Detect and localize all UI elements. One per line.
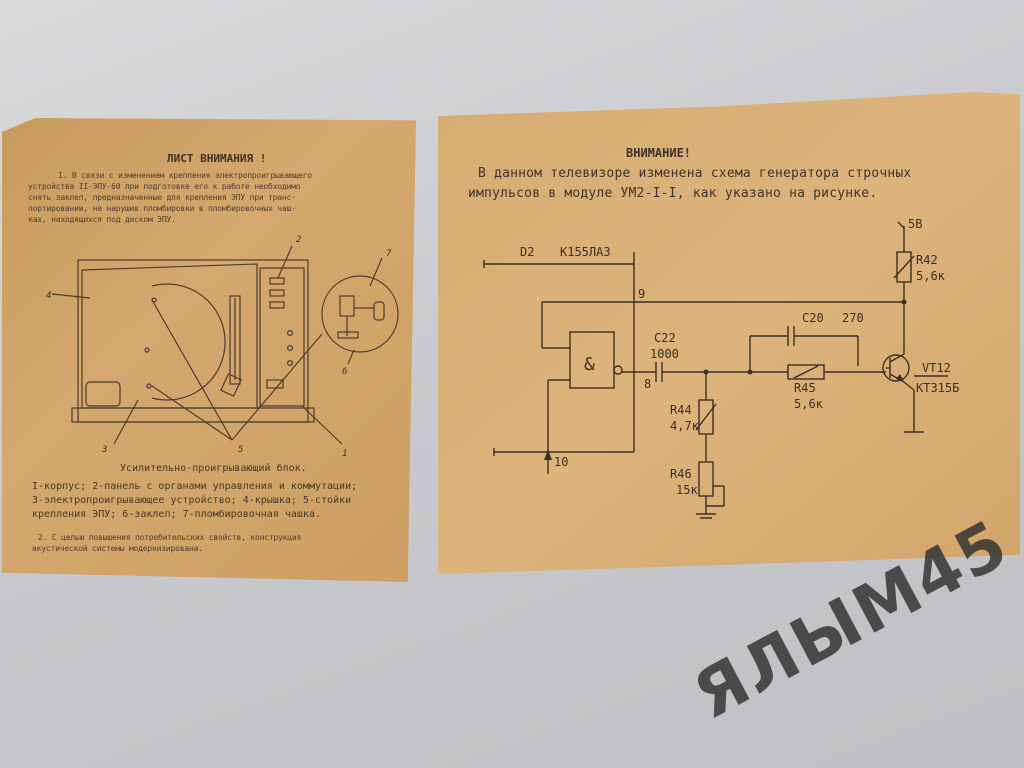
text-line: 3-электропроигрывающее устройство; 4-кры…	[32, 495, 352, 506]
component-value: 4,7к	[670, 419, 700, 433]
callout-label: 3	[101, 445, 107, 455]
record-player-drawing: 4 2 7 6 1 5 3	[46, 235, 399, 459]
pin-label: 10	[554, 455, 568, 469]
text-line: акустической системы модернизирована.	[32, 544, 203, 553]
callout-label: 1	[342, 449, 347, 459]
callout-label: 6	[342, 367, 347, 377]
gate-symbol: &	[584, 354, 595, 375]
pin-label: 8	[644, 377, 651, 391]
component-ref: R44	[670, 403, 692, 417]
pin-label: 9	[638, 287, 645, 301]
component-value: 5,6к	[916, 269, 946, 283]
block-title: Усилительно-проигрывающий блок.	[120, 463, 307, 474]
chip-label: D2	[520, 245, 534, 259]
left-sheet-title: ЛИСТ ВНИМАНИЯ !	[167, 152, 267, 165]
supply-label: 5В	[908, 217, 922, 231]
callout-label: 7	[386, 249, 392, 259]
legend-text: I-корпус; 2-панель с органами управления…	[32, 480, 410, 522]
left-paragraph-2: 2. С целью повышения потребительских сво…	[32, 532, 410, 554]
notice-line: В данном телевизоре изменена схема генер…	[478, 166, 912, 181]
text-line: I-корпус; 2-панель с органами управления…	[32, 481, 358, 492]
callout-label: 4	[46, 291, 51, 301]
notice-line: импульсов в модуле УМ2-I-I, как указано …	[468, 186, 878, 201]
text-line: ках, находящихся под диском ЭПУ.	[28, 215, 176, 224]
component-value: КТ315Б	[916, 381, 959, 395]
text-line: 2. С целью повышения потребительских сво…	[38, 533, 302, 542]
text-line: 1. В связи с изменением крепления электр…	[58, 171, 312, 180]
component-value: 5,6к	[794, 397, 824, 411]
component-value: 15к	[676, 483, 698, 497]
right-instruction-sheet: ВНИМАНИЕ! В данном телевизоре изменена с…	[438, 92, 1020, 574]
component-ref: R42	[916, 253, 938, 267]
left-instruction-sheet: ЛИСТ ВНИМАНИЯ ! 1. В связи с изменением …	[2, 118, 416, 582]
text-line: портировании, не нарушив пломбировки в п…	[28, 204, 296, 213]
callout-label: 2	[296, 235, 301, 245]
component-ref: R45	[794, 381, 816, 395]
text-line: снять заклеп, предназначенные для крепле…	[28, 193, 296, 202]
component-value: 1000	[650, 347, 679, 361]
text-line: устройства II-ЭПУ-60 при подготовке его …	[28, 182, 301, 191]
generator-schematic: D2 К155ЛА3 & 9 8 10 5В R42 5,6к C20 270 …	[483, 217, 959, 519]
component-ref: VT12	[922, 361, 951, 375]
left-paragraph-1: 1. В связи с изменением крепления электр…	[28, 170, 400, 225]
chip-type-label: К155ЛА3	[560, 245, 611, 259]
callout-label: 5	[238, 445, 243, 455]
component-ref: C20	[802, 311, 824, 325]
text-line: крепления ЭПУ; 6-заклеп; 7-пломбировочна…	[32, 509, 321, 520]
right-sheet-title: ВНИМАНИЕ!	[626, 146, 692, 160]
component-ref: R46	[670, 467, 692, 481]
component-ref: C22	[654, 331, 676, 345]
component-value: 270	[842, 311, 864, 325]
